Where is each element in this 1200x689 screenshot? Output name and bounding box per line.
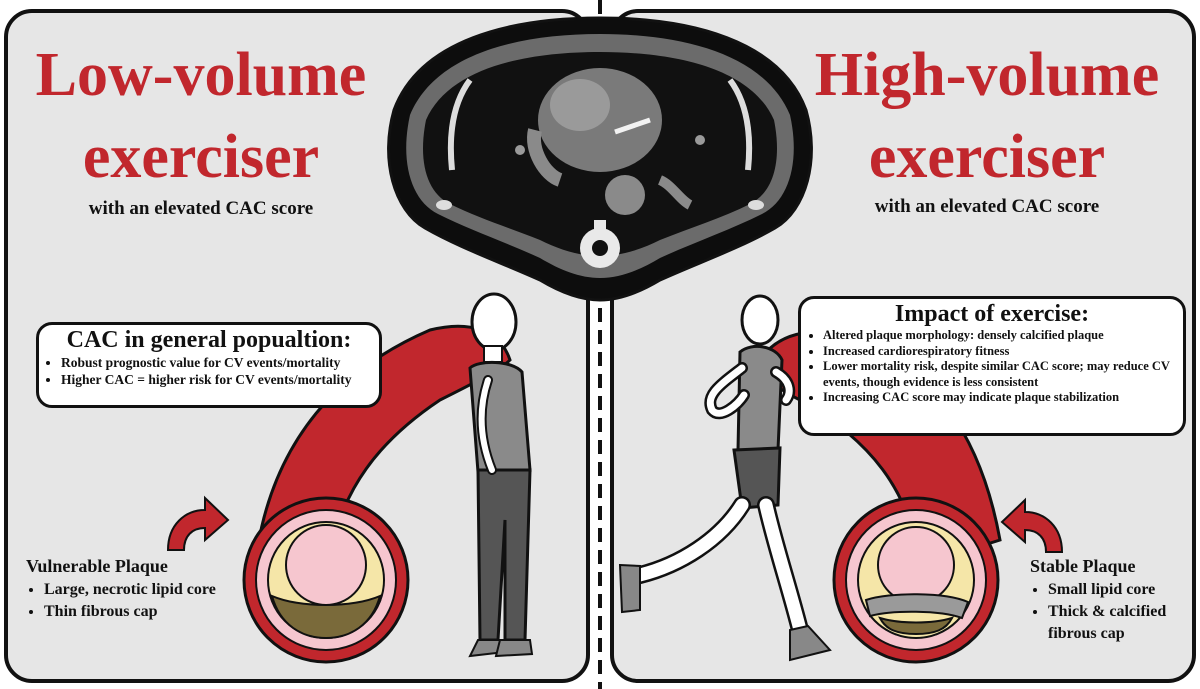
curved-arrow-icon — [1000, 497, 1064, 553]
artery-left — [242, 324, 512, 664]
plaque-bullets: Small lipid core Thick & calcified fibro… — [1030, 579, 1198, 645]
list-item: Large, necrotic lipid core — [44, 579, 216, 601]
list-item: Altered plaque morphology: densely calci… — [823, 328, 1177, 344]
title-line: exerciser — [82, 123, 320, 191]
list-item: Higher CAC = higher risk for CV events/m… — [61, 371, 379, 388]
list-item: Increasing CAC score may indicate plaque… — [823, 390, 1177, 406]
list-item: Thin fibrous cap — [44, 601, 216, 623]
list-item: Small lipid core — [1048, 579, 1198, 601]
bullet-list: Robust prognostic value for CV events/mo… — [39, 354, 379, 388]
title-line: Low-volume — [35, 41, 367, 109]
list-item: Robust prognostic value for CV events/mo… — [61, 354, 379, 371]
list-item: Lower mortality risk, despite similar CA… — [823, 359, 1177, 390]
plaque-label-vulnerable: Vulnerable Plaque Large, necrotic lipid … — [26, 556, 216, 623]
box-title: Impact of exercise: — [894, 301, 1090, 327]
box-title: CAC in general popualtion: — [66, 327, 352, 353]
ct-chest-scan-icon — [387, 16, 813, 302]
plaque-label-stable: Stable Plaque Small lipid core Thick & c… — [1030, 556, 1198, 645]
title-line: exerciser — [868, 123, 1106, 191]
plaque-title: Stable Plaque — [1030, 556, 1136, 576]
subtitle-left: with an elevated CAC score — [88, 198, 314, 219]
info-box-general-population: CAC in general popualtion: Robust progno… — [36, 322, 382, 408]
standing-person-icon — [468, 292, 534, 658]
list-item: Increased cardiorespiratory fitness — [823, 344, 1177, 360]
title-high-volume: High-volume exerciser — [800, 34, 1174, 198]
title-low-volume: Low-volume exerciser — [16, 34, 386, 198]
plaque-bullets: Large, necrotic lipid core Thin fibrous … — [26, 579, 216, 623]
title-line: High-volume — [814, 41, 1160, 109]
subtitle-right: with an elevated CAC score — [874, 196, 1100, 217]
list-item: Thick & calcified fibrous cap — [1048, 601, 1198, 645]
runner-icon — [618, 294, 832, 662]
info-box-impact-of-exercise: Impact of exercise: Altered plaque morph… — [798, 296, 1186, 436]
curved-arrow-icon — [166, 495, 230, 551]
plaque-title: Vulnerable Plaque — [26, 556, 168, 576]
bullet-list: Altered plaque morphology: densely calci… — [801, 328, 1183, 406]
